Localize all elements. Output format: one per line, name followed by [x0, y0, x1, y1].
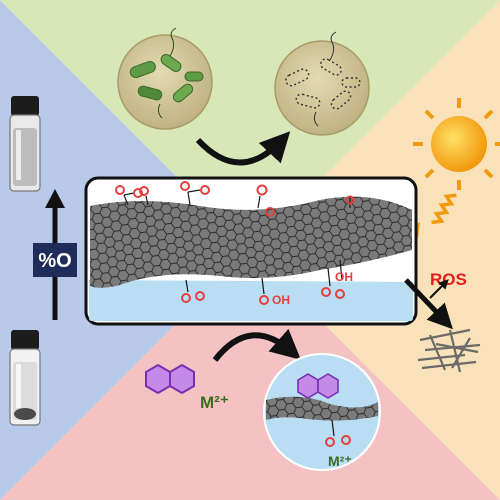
curved-arrow-icon: [212, 328, 302, 362]
petri-dish-icon: [274, 31, 370, 136]
oxygen-arrow: %O: [33, 189, 77, 320]
curved-arrow-icon: [195, 131, 291, 166]
petri-dish-icon: [117, 27, 213, 130]
degradation-arrow: [404, 278, 453, 330]
bacteria-icon: [129, 27, 204, 119]
vial-icon: [9, 96, 41, 192]
sun-icon: [413, 98, 500, 190]
oxygen-percent-label: %O: [38, 250, 71, 272]
ros-arrow: [429, 279, 449, 299]
magnified-view: M²⁺: [263, 353, 381, 471]
naphthalene-icon: [145, 363, 195, 395]
hydroxyl-label-1: OH: [272, 293, 290, 307]
ros-label: ROS: [430, 270, 467, 289]
graphene-box: OH OH: [84, 176, 418, 326]
vial-icon: [9, 330, 41, 426]
metal-ion-label-left: M²⁺: [200, 393, 229, 412]
metal-ion-label-right: M²⁺: [328, 453, 352, 469]
nanosheet-icon: [417, 328, 481, 373]
hydroxyl-label-2: OH: [335, 270, 353, 284]
